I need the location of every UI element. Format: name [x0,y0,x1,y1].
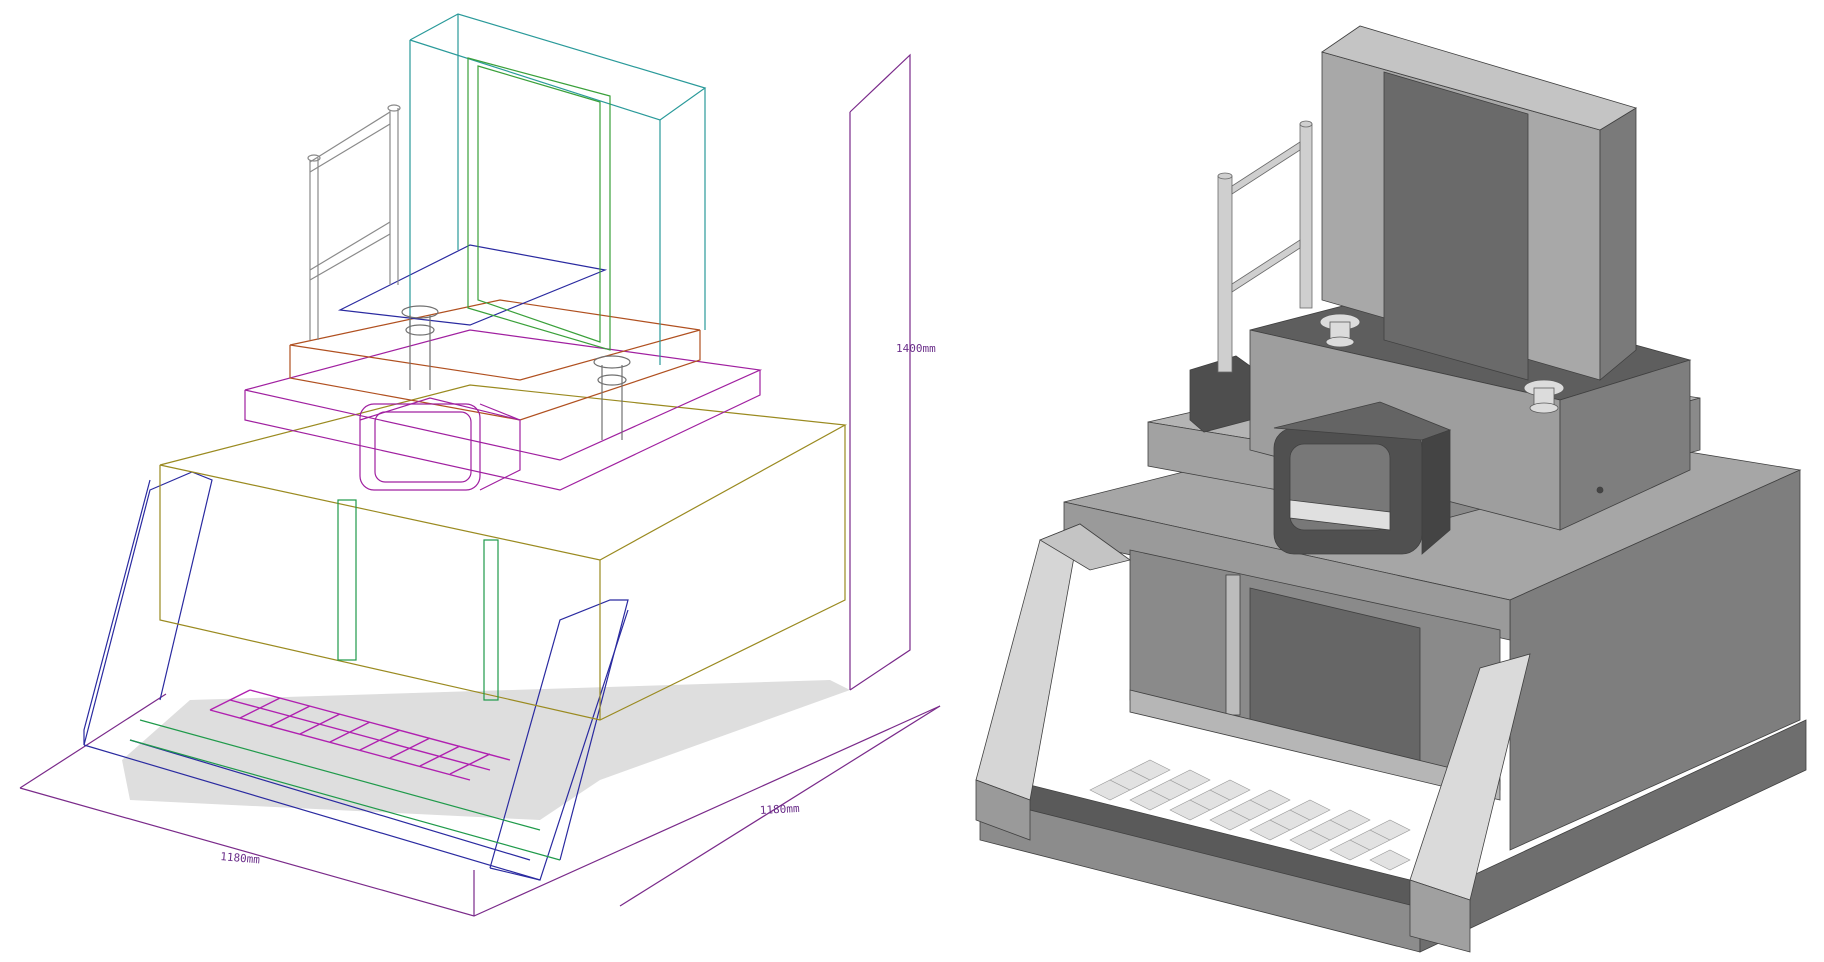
inner-chamber-shelf [1129,689,1501,801]
tablet-wire [409,13,707,365]
dimension-lines [19,53,941,917]
lattice-floor [1089,759,1411,871]
chamber-posts-wire [129,499,561,861]
left-wing-front [975,523,1081,801]
left-wing-face [975,779,1031,841]
railing [1217,120,1313,373]
tablet-inset [1383,71,1529,381]
inner-chamber-post [1225,574,1241,716]
railing-wire [307,104,401,340]
railing-block [1189,355,1251,433]
tablet-top [1321,25,1637,131]
tablet-base-right [1559,359,1691,531]
platform-front-face [1063,501,1511,641]
depth-dimension-label: 1180mm [759,802,800,817]
shaded-view [975,25,1807,953]
lattice-wire [209,689,511,781]
wireframe-floor [122,680,850,820]
flower-vases-wire [401,305,631,440]
width-dimension-label: 1180mm [220,850,261,866]
incense-box-wire [359,397,521,491]
tablet-base-bolt [1596,486,1604,494]
platform-slabs-wire [159,244,847,721]
platform-right-face [1509,469,1801,851]
wireframe-view: 1400mm 1180mm 1180mm [19,13,941,917]
right-wing-face [1409,879,1471,953]
tablet-side [1599,107,1637,381]
left-wing-side [1039,523,1131,571]
base-blocks-wire [83,471,629,881]
flower-vases [1319,313,1565,414]
height-dimension-label: 1400mm [896,342,936,355]
incense-box [1273,401,1452,555]
